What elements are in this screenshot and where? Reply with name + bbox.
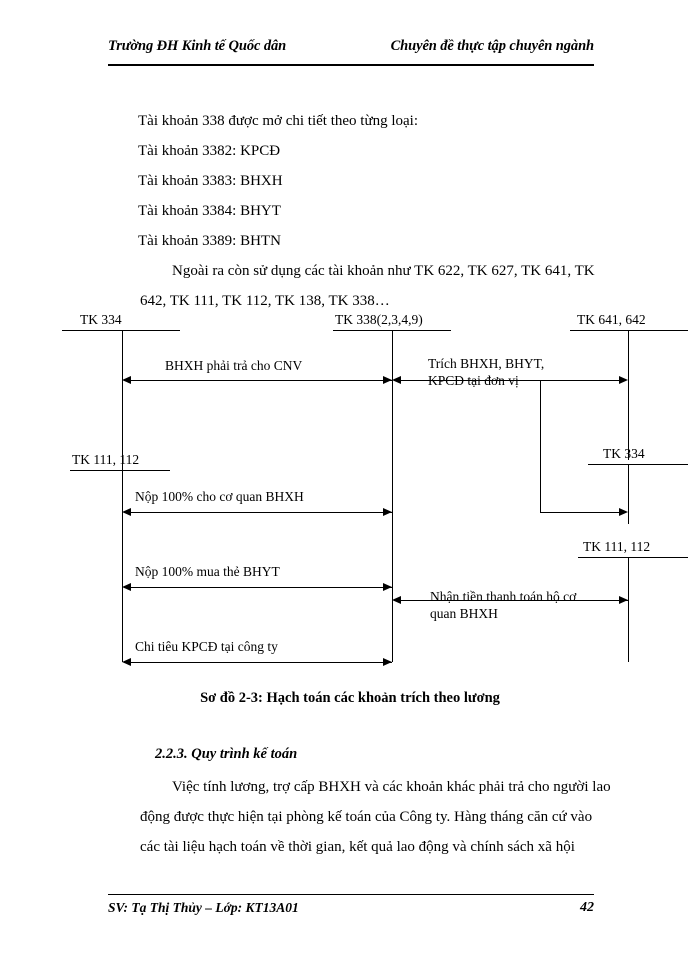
flow-label-chi-tieu: Chi tiêu KPCĐ tại công ty	[135, 639, 278, 654]
arrowhead-chi-tieu-right	[383, 657, 392, 666]
page-header: Trường ĐH Kinh tế Quốc dân Chuyên đề thự…	[108, 38, 594, 66]
arrowhead-trich-left	[392, 375, 401, 384]
header-divider-rule	[108, 64, 594, 66]
flow-line-nhan-tien	[394, 600, 628, 601]
other-accounts-paragraph: Ngoài ra còn sử dụng các tài khoản như T…	[108, 256, 595, 316]
account-line-3383: Tài khoản 3383: BHXH	[138, 173, 283, 189]
flow-line-branch-to-tk641	[540, 380, 620, 381]
flow-label-nop-bhxh: Nộp 100% cho cơ quan BHXH	[135, 489, 304, 504]
arrowhead-branch-to-tk334	[619, 507, 628, 516]
flow-line-nop-bhxh	[124, 512, 392, 513]
vline-branch-connector	[540, 380, 541, 512]
flow-label-nop-bhyt: Nộp 100% mua thẻ BHYT	[135, 564, 280, 579]
arrowhead-bhxh-phai-tra-right	[383, 375, 392, 384]
arrowhead-bhxh-phai-tra-left	[122, 375, 131, 384]
flow-line-trich-to-tk338	[394, 380, 540, 381]
arrowhead-nhan-tien-left	[392, 595, 401, 604]
page-footer: SV: Tạ Thị Thủy – Lớp: KT13A01 42	[108, 900, 594, 924]
vline-tk111-112-right	[628, 557, 629, 662]
account-label-tk334-top: TK 334	[80, 312, 122, 327]
closing-line-1: Việc tính lương, trợ cấp BHXH và các kho…	[108, 772, 611, 802]
vline-tk641-642	[628, 330, 629, 460]
account-line-3384: Tài khoản 3384: BHYT	[138, 203, 281, 219]
tbar-tk334-right	[588, 464, 688, 465]
intro-line: Tài khoản 338 được mở chi tiết theo từng…	[138, 113, 418, 129]
account-line-3382: Tài khoản 3382: KPCĐ	[138, 143, 281, 159]
account-label-tk641-642: TK 641, 642	[577, 312, 646, 327]
vline-tk334-right	[628, 464, 629, 524]
tbar-tk641-642	[570, 330, 688, 331]
header-university-name: Trường ĐH Kinh tế Quốc dân	[108, 38, 287, 54]
account-label-tk111-112-right: TK 111, 112	[583, 539, 651, 554]
tbar-tk111-112-left	[70, 470, 170, 471]
flow-line-bhxh-phai-tra	[124, 380, 392, 381]
flow-label-trich-line1: Trích BHXH, BHYT,	[428, 356, 545, 371]
diagram-caption: Sơ đồ 2-3: Hạch toán các khoản trích the…	[200, 690, 500, 706]
flow-line-nop-bhyt	[124, 587, 392, 588]
account-label-tk111-112-left: TK 111, 112	[72, 452, 140, 467]
flow-line-chi-tieu	[124, 662, 392, 663]
arrowhead-nop-bhyt-left	[122, 582, 131, 591]
section-heading-2-2-3: 2.2.3. Quy trình kế toán	[155, 746, 298, 762]
closing-paragraph: Việc tính lương, trợ cấp BHXH và các kho…	[108, 772, 611, 862]
accounting-flow-diagram: TK 334 TK 338(2,3,4,9) TK 641, 642 BHXH …	[0, 300, 700, 690]
footer-student-info: SV: Tạ Thị Thủy – Lớp: KT13A01	[108, 900, 299, 915]
flow-line-branch-to-tk334	[540, 512, 620, 513]
header-document-type: Chuyên đề thực tập chuyên ngành	[390, 38, 594, 54]
other-accounts-line-1: Ngoài ra còn sử dụng các tài khoản như T…	[108, 256, 595, 286]
arrowhead-branch-to-tk641	[619, 375, 628, 384]
flow-label-nhan-tien-line1: Nhận tiền thanh toán hộ cơ	[430, 589, 577, 604]
closing-line-2: động được thực hiện tại phòng kế toán củ…	[108, 802, 594, 832]
account-line-3389: Tài khoản 3389: BHTN	[138, 233, 281, 249]
flow-label-bhxh-phai-tra: BHXH phải trả cho CNV	[165, 358, 303, 373]
tbar-tk111-112-right	[578, 557, 688, 558]
arrowhead-nop-bhyt-right	[383, 582, 392, 591]
account-label-tk338: TK 338(2,3,4,9)	[335, 312, 423, 327]
body-text-block: Tài khoản 338 được mở chi tiết theo từng…	[108, 106, 595, 316]
account-label-tk334-right: TK 334	[603, 446, 645, 461]
arrowhead-nop-bhxh-right	[383, 507, 392, 516]
flow-label-nhan-tien-line2: quan BHXH	[430, 606, 498, 621]
other-accounts-line-2: 642, TK 111, TK 112, TK 138, TK 338…	[140, 293, 390, 309]
arrowhead-nop-bhxh-left	[122, 507, 131, 516]
arrowhead-nhan-tien-right	[619, 595, 628, 604]
arrowhead-chi-tieu-left	[122, 657, 131, 666]
closing-line-3-text: các tài liệu hạch toán về thời gian, kết…	[140, 839, 575, 855]
vline-tk334-left	[122, 330, 123, 662]
closing-line-1-text: Việc tính lương, trợ cấp BHXH và các kho…	[172, 779, 611, 795]
closing-line-3: các tài liệu hạch toán về thời gian, kết…	[108, 832, 594, 862]
footer-divider-rule	[108, 894, 594, 895]
closing-line-2-text: động được thực hiện tại phòng kế toán củ…	[140, 809, 593, 825]
vline-tk338	[392, 330, 393, 662]
footer-page-number: 42	[580, 900, 594, 915]
other-accounts-line-1-text: Ngoài ra còn sử dụng các tài khoản như T…	[172, 263, 595, 279]
closing-paragraph-body: Việc tính lương, trợ cấp BHXH và các kho…	[108, 772, 611, 862]
tbar-tk334-top	[62, 330, 180, 331]
